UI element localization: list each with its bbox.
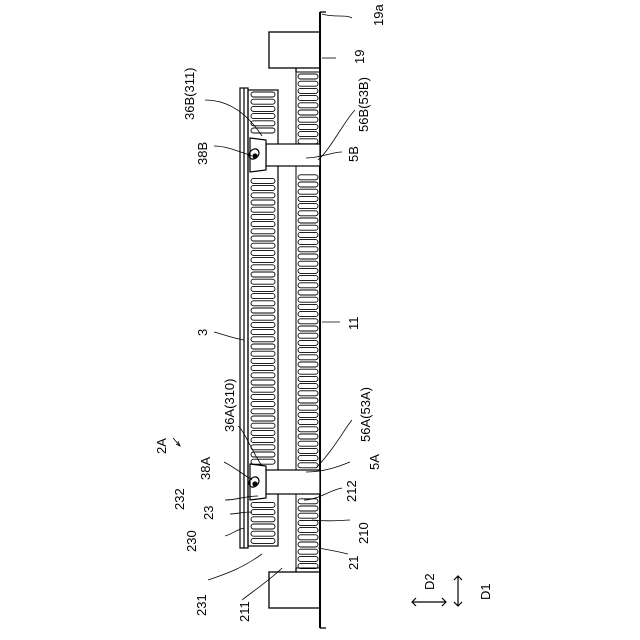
label-211: 211 [237, 601, 252, 622]
d2-arrow [412, 598, 446, 606]
label-3: 3 [195, 329, 210, 336]
label-5A: 5A [367, 454, 382, 470]
label-231: 231 [194, 594, 209, 616]
label-D2: D2 [422, 573, 437, 590]
d1-arrow [454, 576, 462, 606]
label-23: 23 [201, 506, 216, 520]
connector-5B [249, 138, 320, 172]
label-230: 230 [184, 530, 199, 552]
label-2A: 2A [154, 438, 169, 454]
connector-5A [249, 464, 320, 500]
direction-arrows [412, 576, 462, 606]
label-36B: 36B(311) [182, 67, 197, 120]
label-36A: 36A(310) [222, 379, 237, 432]
label-5B: 5B [346, 146, 361, 162]
label-11: 11 [346, 317, 361, 331]
label-D1: D1 [478, 583, 493, 600]
label-38B: 38B [195, 142, 210, 165]
label-21: 21 [346, 556, 361, 570]
label-19: 19 [352, 50, 367, 64]
label-19a: 19a [371, 4, 386, 26]
label-232: 232 [172, 488, 187, 510]
label-56A: 56A(53A) [358, 387, 373, 442]
labels: 19a 19 56B(53B) 36B(311) 38B 5B 3 11 36A… [154, 4, 493, 622]
label-212: 212 [344, 480, 359, 502]
label-56B: 56B(53B) [356, 77, 371, 132]
label-38A: 38A [198, 457, 213, 480]
label-210: 210 [356, 522, 371, 544]
